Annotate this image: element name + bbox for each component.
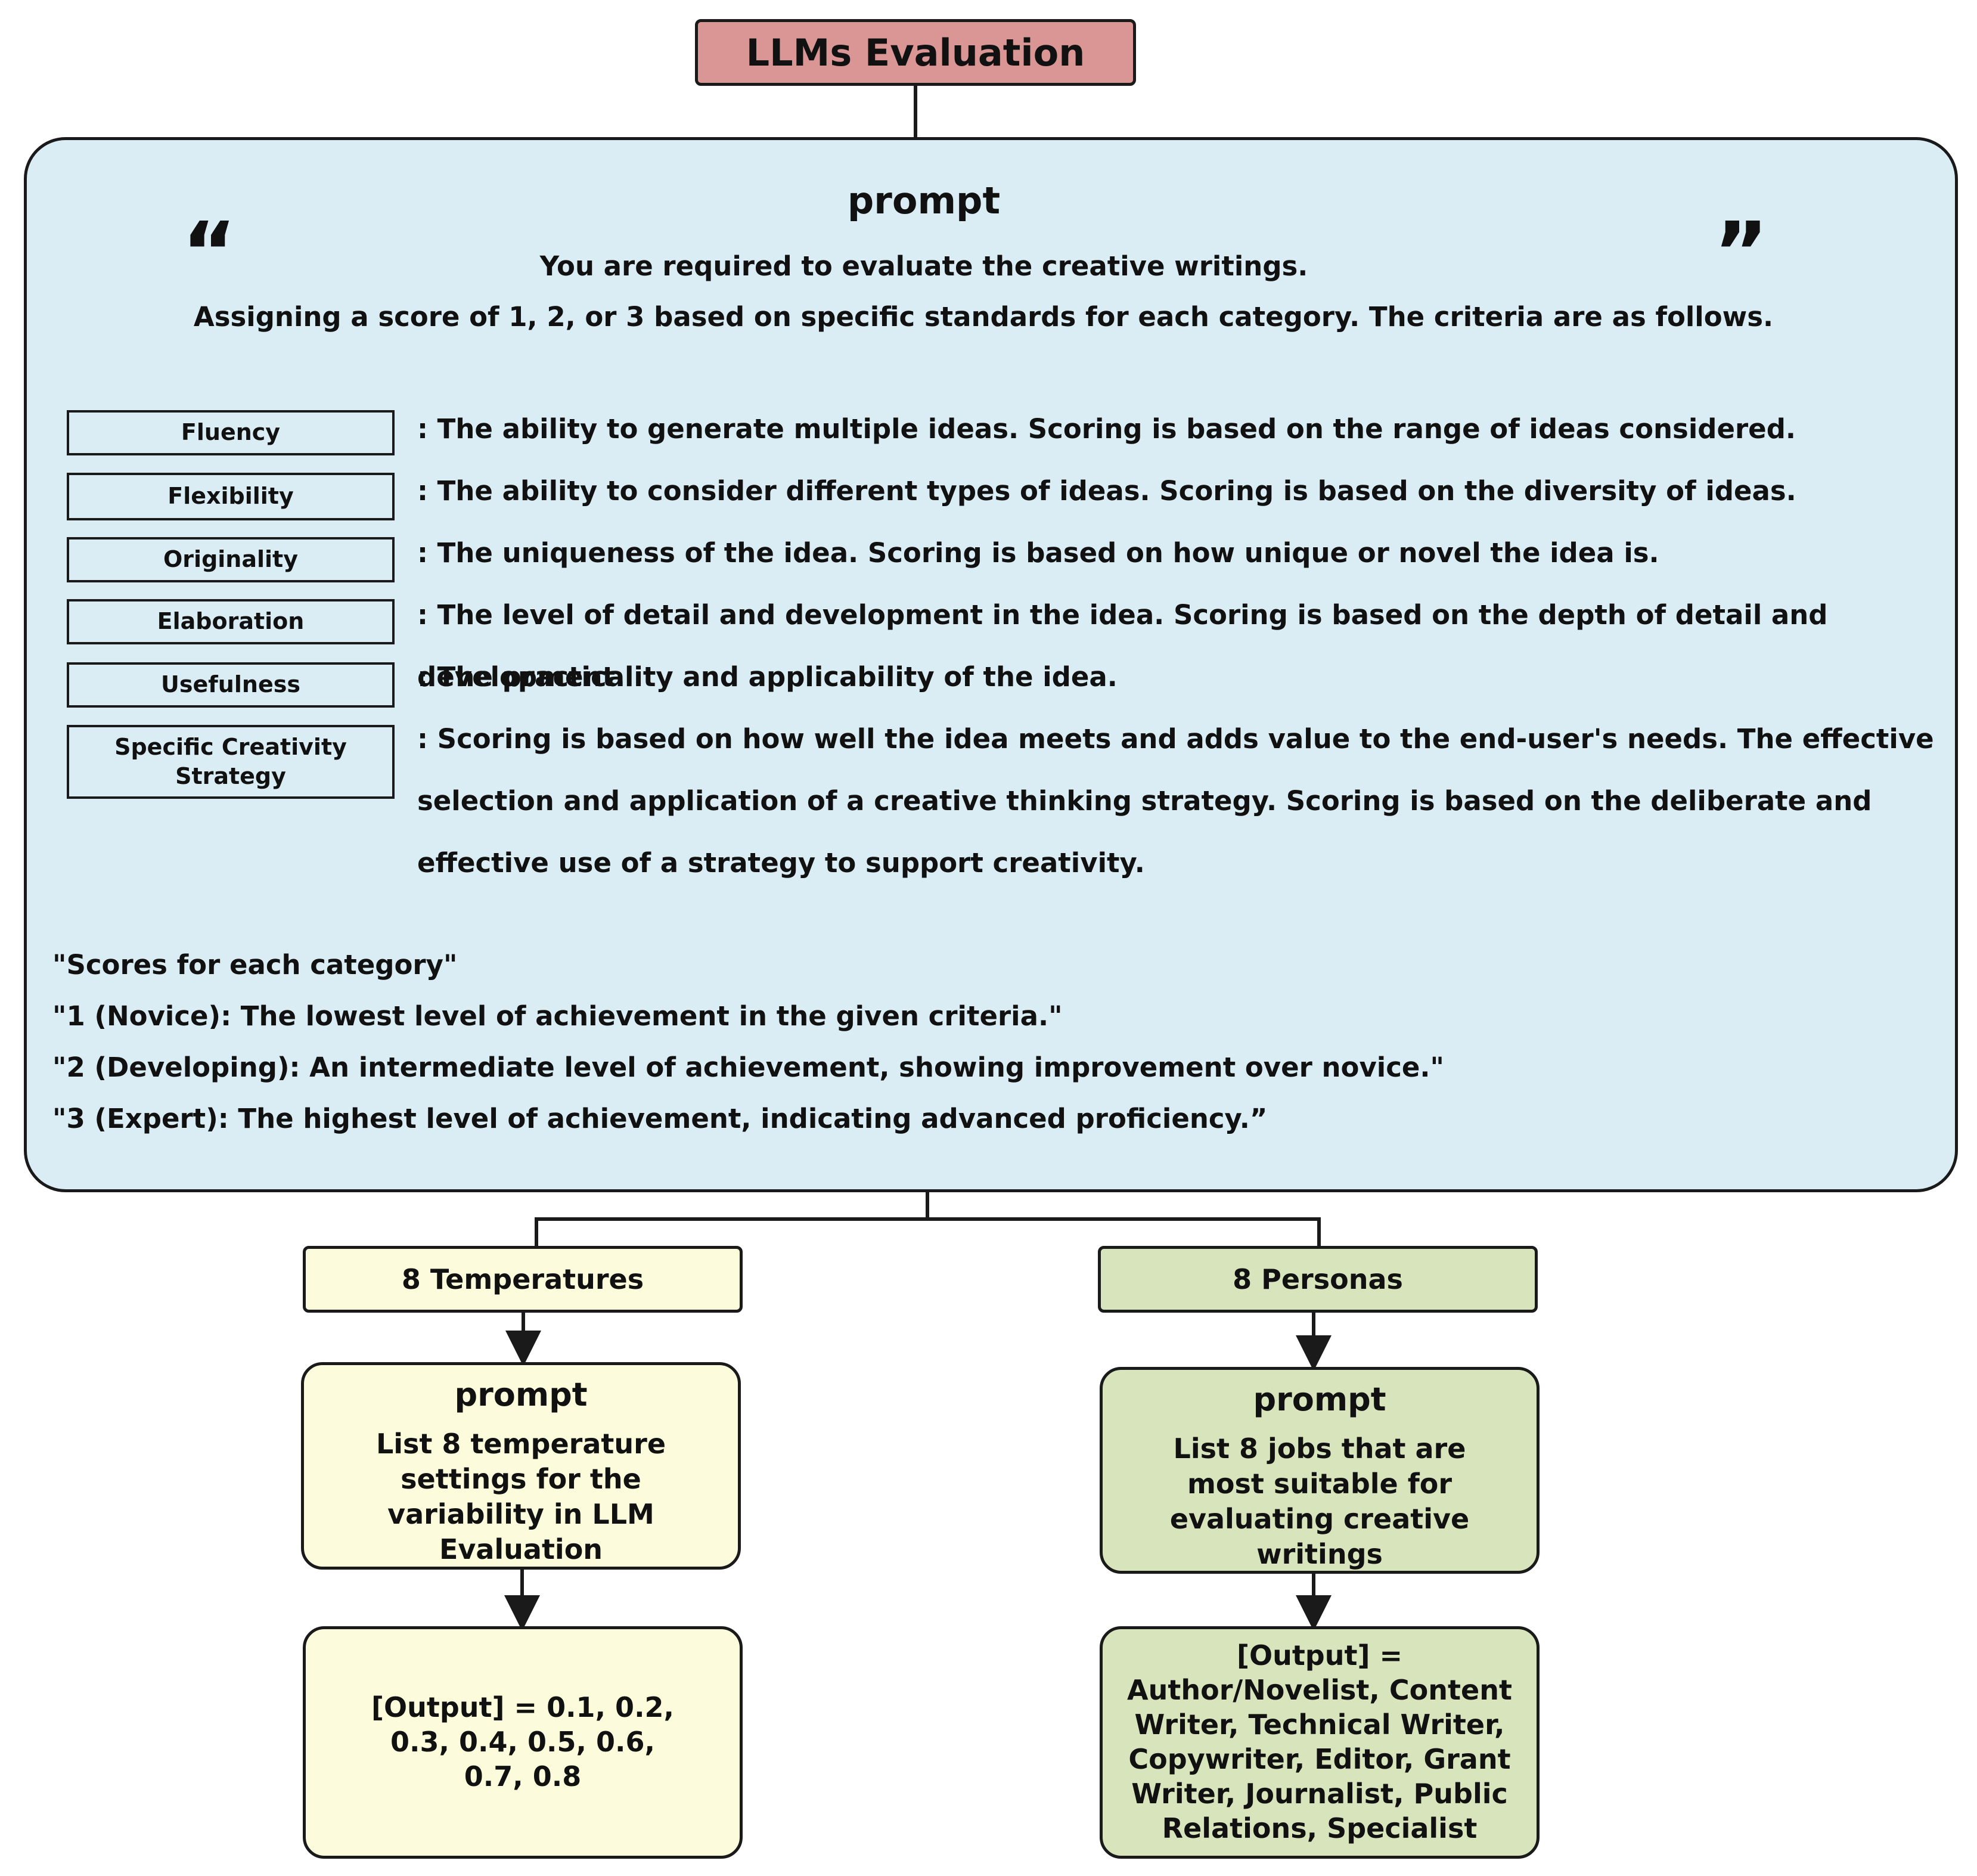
personas-label: 8 Personas: [1233, 1263, 1403, 1295]
temperatures-box: 8 Temperatures: [303, 1246, 743, 1313]
criterion-box-elaboration: Elaboration: [67, 599, 395, 644]
criterion-box-flexibility: Flexibility: [67, 473, 395, 520]
personas-prompt-heading: prompt: [1253, 1381, 1386, 1418]
criterion-box-fluency: Fluency: [67, 410, 395, 455]
close-quote-icon: ”: [1714, 204, 1769, 302]
temperatures-output-text: [Output] = 0.1, 0.2, 0.3, 0.4, 0.5, 0.6,…: [371, 1691, 675, 1793]
criterion-description-flexibility: : The ability to consider different type…: [417, 475, 1796, 507]
criterion-description-usefulness: : The practicality and applicability of …: [417, 661, 1118, 693]
personas-prompt-text: List 8 jobs that are most suitable for e…: [1169, 1432, 1470, 1570]
title-text: LLMs Evaluation: [746, 30, 1085, 75]
intro-line-2: Assigning a score of 1, 2, or 3 based on…: [193, 301, 1774, 333]
temperatures-label: 8 Temperatures: [401, 1263, 644, 1295]
branch-connector: [535, 1217, 1321, 1247]
criterion-description-fluency: : The ability to generate multiple ideas…: [417, 413, 1796, 445]
open-quote-icon: “: [182, 204, 237, 302]
temperatures-prompt-box: prompt List 8 temperature settings for t…: [301, 1362, 741, 1570]
criterion-box-specific-creativity-strategy: Specific Creativity Strategy: [67, 725, 395, 799]
criterion-description-elaboration: : The level of detail and development in…: [417, 599, 1828, 693]
criterion-description-specific-creativity-strategy: : Scoring is based on how well the idea …: [417, 723, 1934, 879]
temperatures-output-box: [Output] = 0.1, 0.2, 0.3, 0.4, 0.5, 0.6,…: [303, 1626, 743, 1859]
personas-box: 8 Personas: [1098, 1246, 1538, 1313]
temperatures-prompt-text: List 8 temperature settings for the vari…: [375, 1428, 666, 1565]
criterion-box-usefulness: Usefulness: [67, 662, 395, 708]
intro-line-1: You are required to evaluate the creativ…: [539, 250, 1308, 282]
temperatures-prompt-heading: prompt: [454, 1376, 588, 1413]
score-developing: "2 (Developing): An intermediate level o…: [52, 1052, 1444, 1083]
title-box: LLMs Evaluation: [695, 19, 1136, 86]
score-expert: "3 (Expert): The highest level of achiev…: [52, 1103, 1268, 1134]
criterion-box-originality: Originality: [67, 537, 395, 582]
personas-output-text: [Output] = Author/Novelist, Content Writ…: [1127, 1639, 1512, 1844]
panel-heading: prompt: [847, 179, 1001, 222]
personas-output-box: [Output] = Author/Novelist, Content Writ…: [1100, 1626, 1540, 1859]
score-heading: "Scores for each category": [52, 949, 458, 981]
score-novice: "1 (Novice): The lowest level of achieve…: [52, 1000, 1063, 1032]
evaluation-prompt-panel: [24, 137, 1958, 1192]
criterion-description-originality: : The uniqueness of the idea. Scoring is…: [417, 537, 1659, 569]
personas-prompt-box: prompt List 8 jobs that are most suitabl…: [1100, 1367, 1540, 1574]
